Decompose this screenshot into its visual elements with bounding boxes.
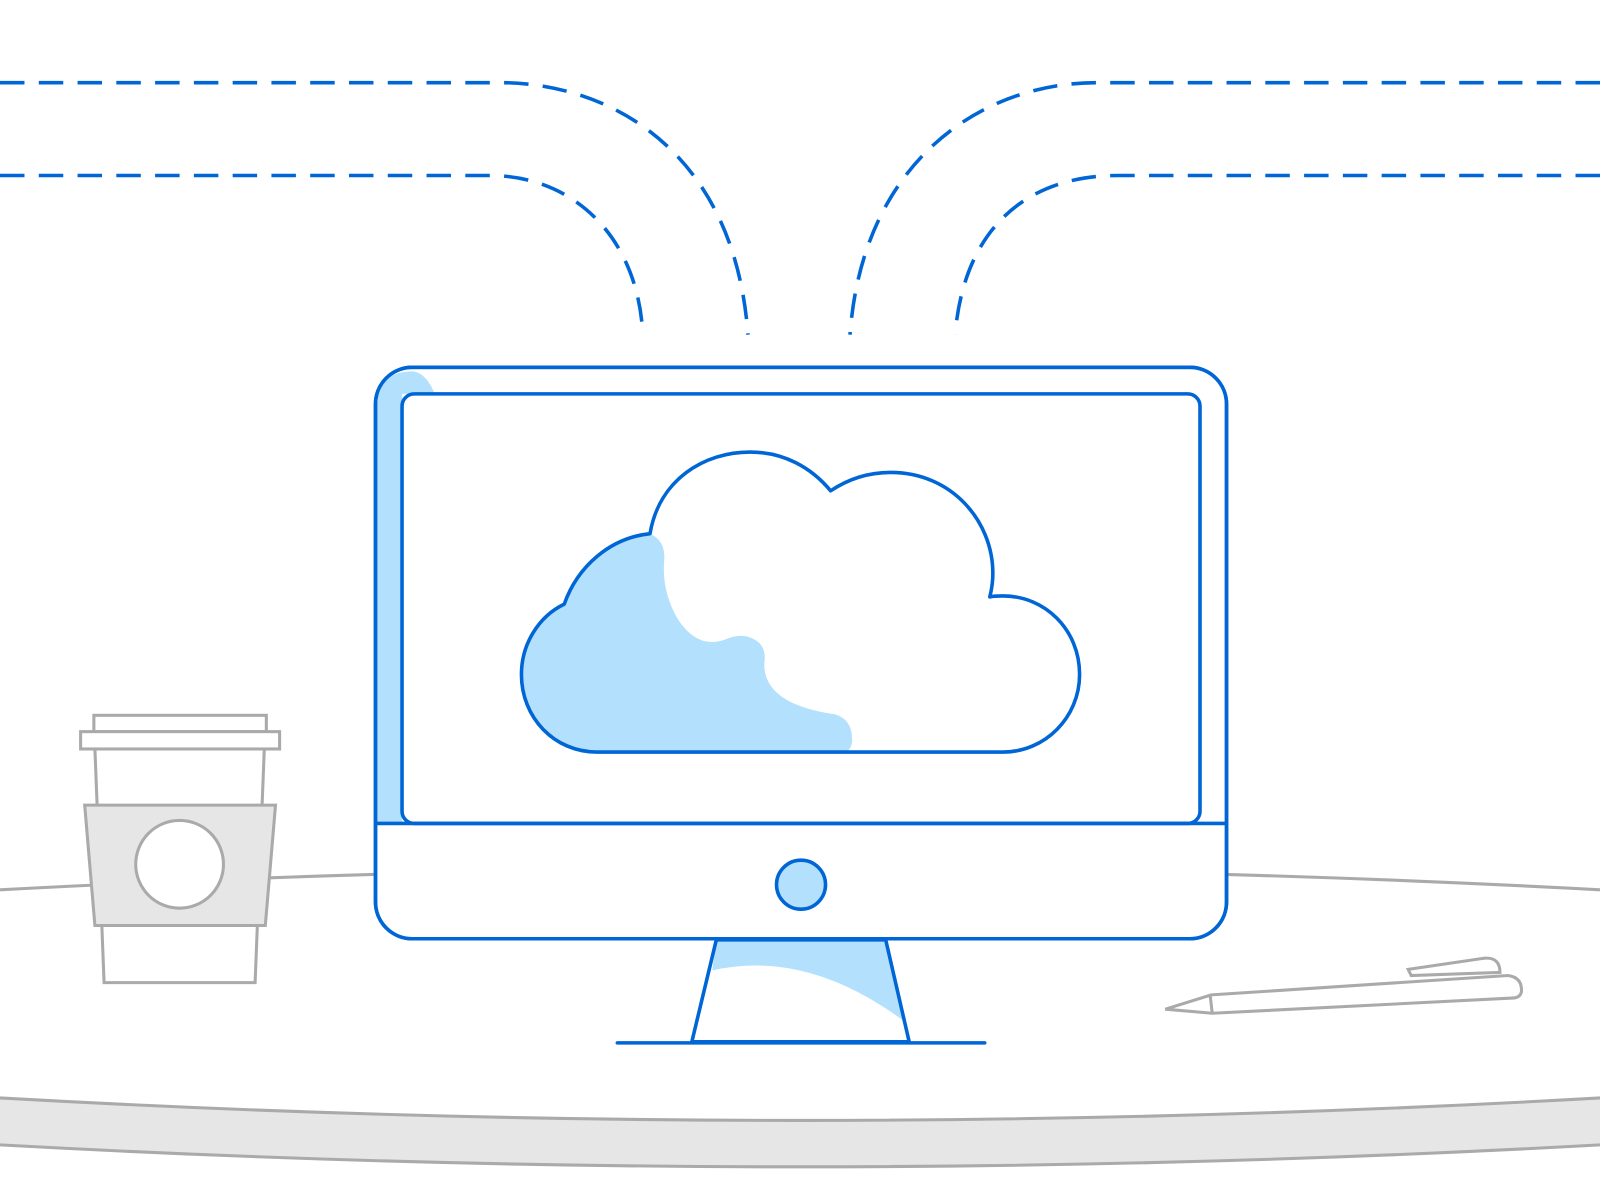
cloud-icon [519,450,1082,754]
coffee-cup-icon [79,713,282,985]
monitor-power-button [774,858,828,911]
dashed-line-left-bottom [0,173,645,335]
dashed-line-left-top [0,80,750,335]
dashed-line-right-top [848,80,1600,335]
desktop-monitor-icon [373,365,1229,1045]
pen-icon [1164,956,1523,1015]
dashed-line-right-bottom [953,173,1600,335]
data-stream-lines [0,80,1600,335]
